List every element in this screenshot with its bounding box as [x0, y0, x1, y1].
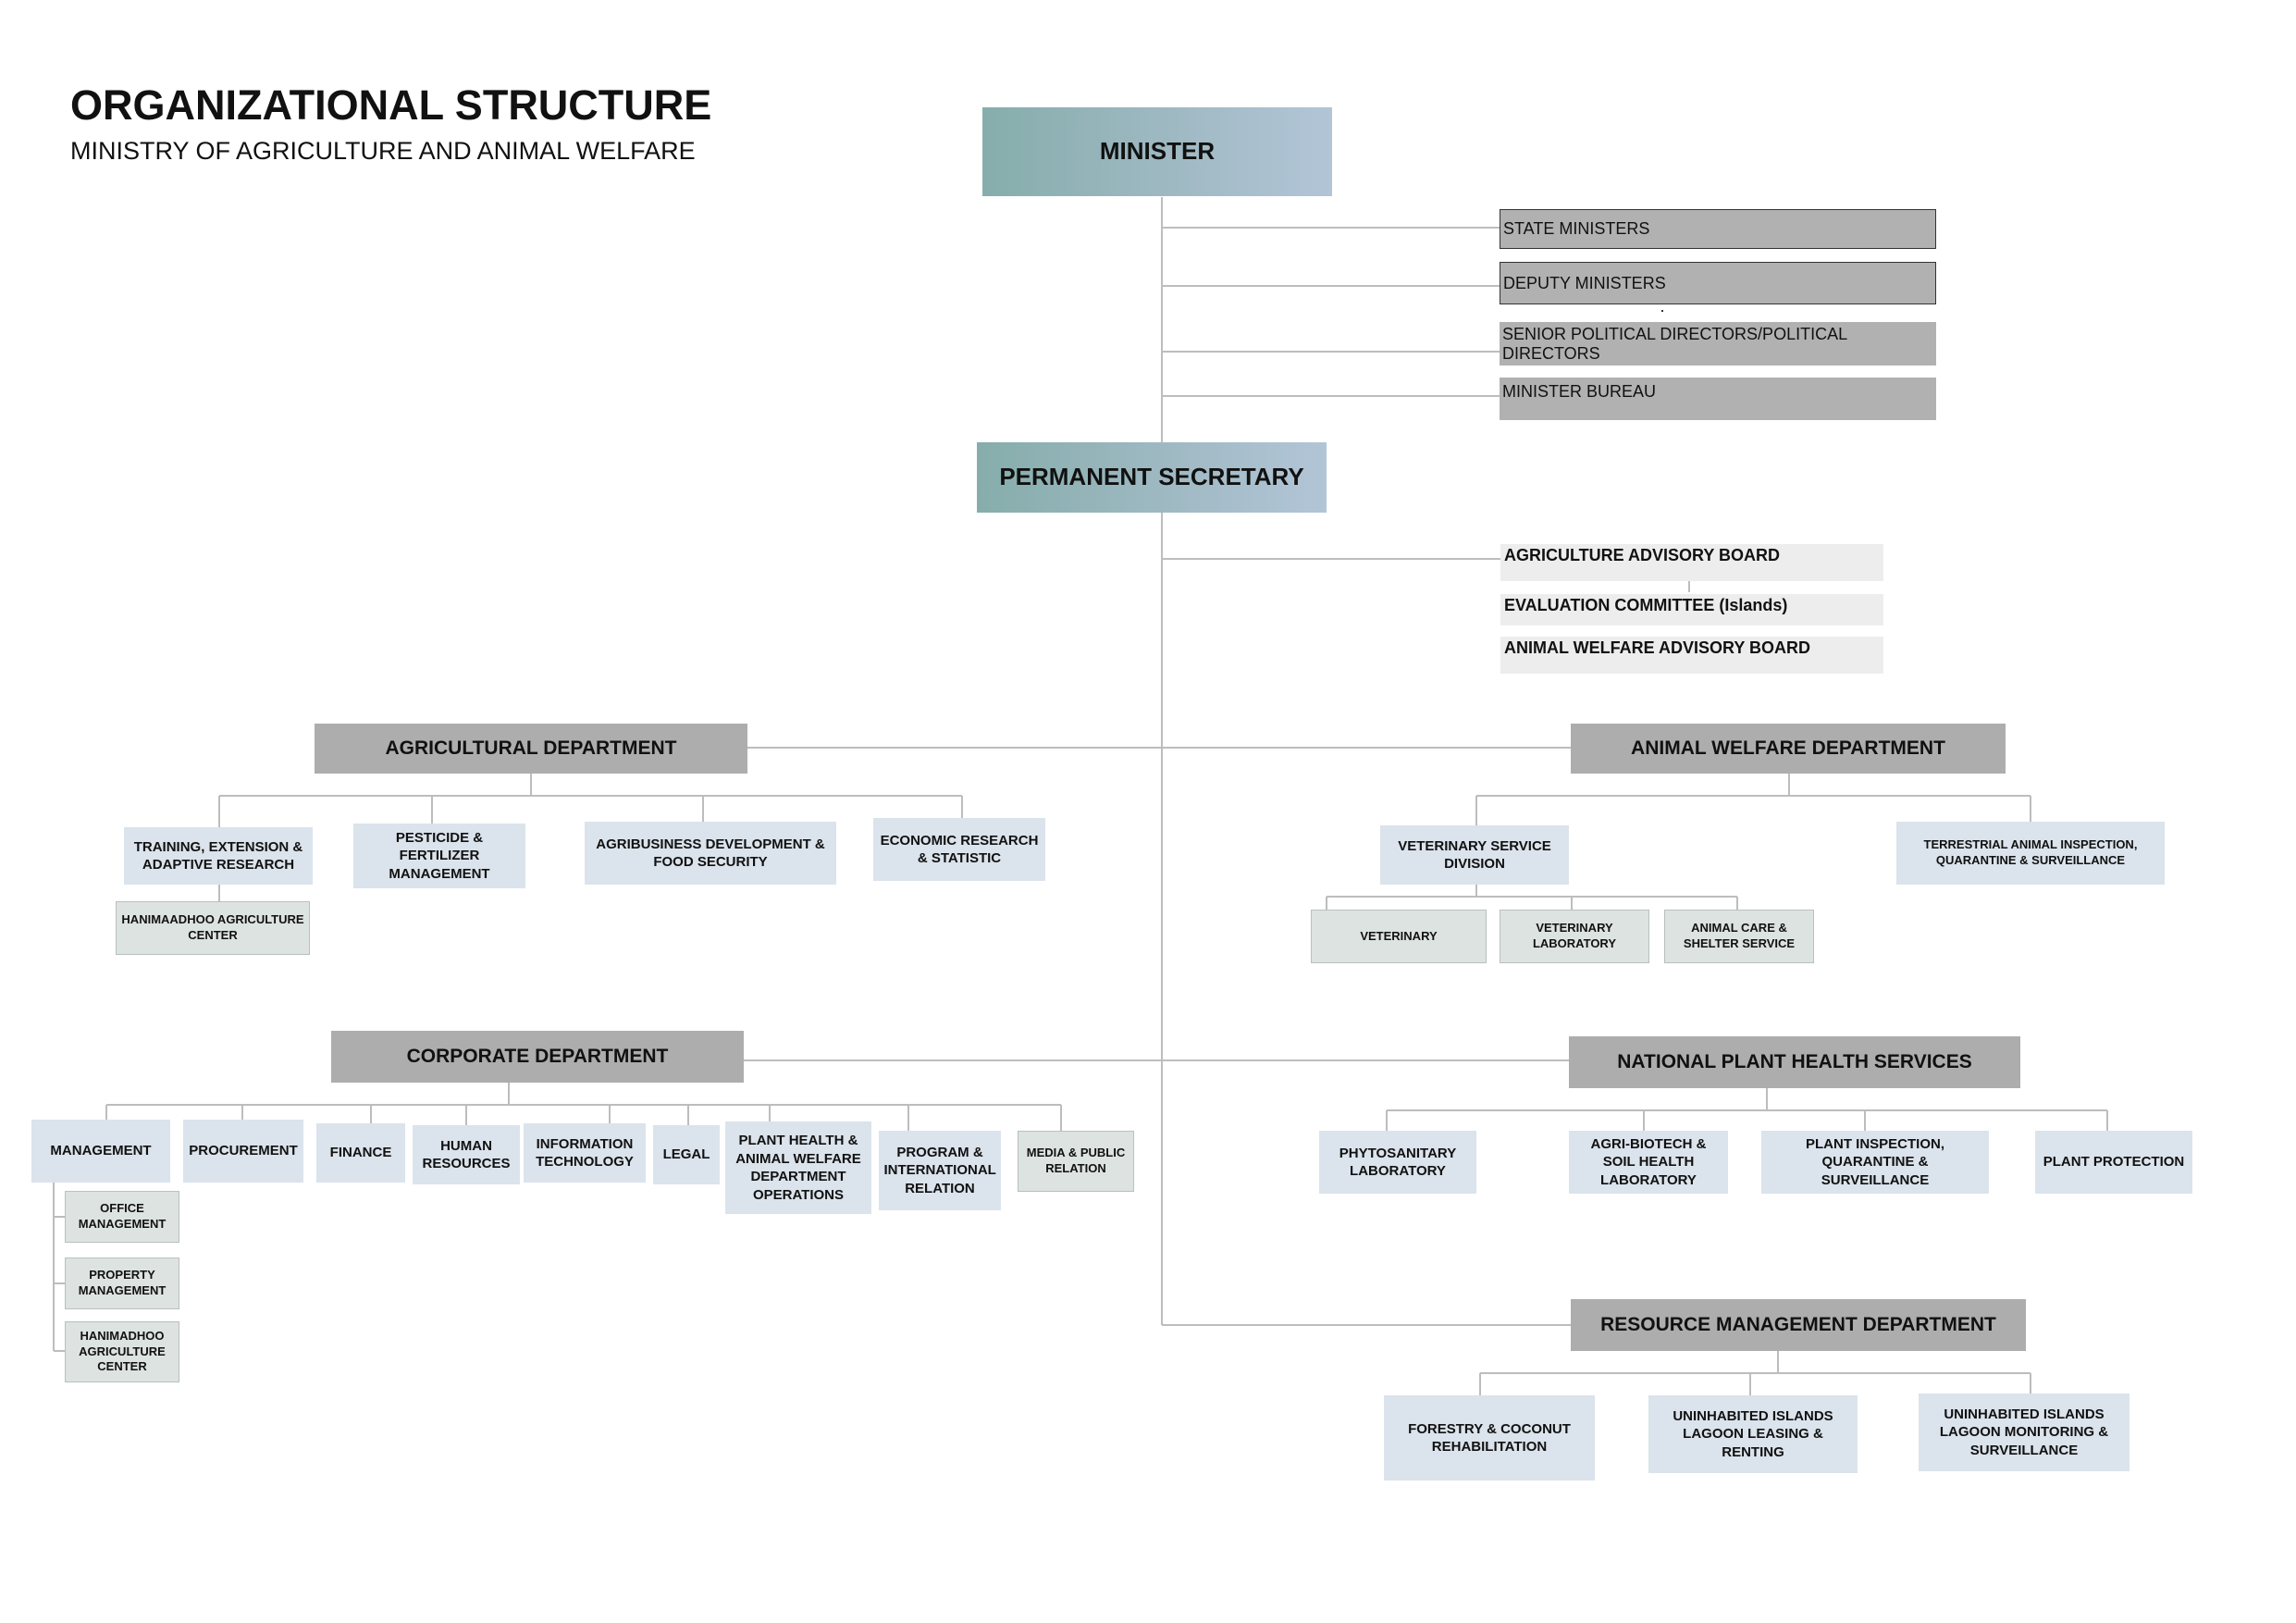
- unit-lagoon-leasing: UNINHABITED ISLANDS LAGOON LEASING & REN…: [1648, 1395, 1858, 1473]
- unit-information-technology: INFORMATION TECHNOLOGY: [524, 1123, 646, 1183]
- agriculture-advisory-board: AGRICULTURE ADVISORY BOARD: [1500, 544, 1883, 581]
- unit-management: MANAGEMENT: [31, 1120, 170, 1183]
- unit-finance: FINANCE: [316, 1123, 405, 1183]
- unit-economic-research: ECONOMIC RESEARCH & STATISTIC: [873, 818, 1045, 881]
- unit-hanimaadhoo-center: HANIMAADHOO AGRICULTURE CENTER: [116, 901, 310, 955]
- minister-bureau-box: MINISTER BUREAU: [1500, 378, 1936, 420]
- unit-procurement: PROCUREMENT: [183, 1120, 303, 1183]
- page-subtitle: MINISTRY OF AGRICULTURE AND ANIMAL WELFA…: [70, 137, 696, 165]
- minister-box: MINISTER: [982, 107, 1332, 196]
- plant-health-services: NATIONAL PLANT HEALTH SERVICES: [1569, 1036, 2020, 1088]
- unit-media-public-relation: MEDIA & PUBLIC RELATION: [1018, 1131, 1134, 1192]
- corporate-department: CORPORATE DEPARTMENT: [331, 1031, 744, 1083]
- unit-plant-inspection: PLANT INSPECTION, QUARANTINE & SURVEILLA…: [1761, 1131, 1989, 1194]
- unit-agri-biotech-lab: AGRI-BIOTECH & SOIL HEALTH LABORATORY: [1569, 1131, 1728, 1194]
- agricultural-department: AGRICULTURAL DEPARTMENT: [315, 724, 747, 774]
- unit-animal-care-shelter: ANIMAL CARE & SHELTER SERVICE: [1664, 910, 1814, 963]
- unit-veterinary-laboratory: VETERINARY LABORATORY: [1500, 910, 1649, 963]
- unit-phytosanitary-lab: PHYTOSANITARY LABORATORY: [1319, 1131, 1476, 1194]
- unit-pesticide-fertilizer: PESTICIDE & FERTILIZER MANAGEMENT: [353, 824, 525, 888]
- unit-property-management: PROPERTY MANAGEMENT: [65, 1258, 179, 1309]
- deputy-ministers-box: DEPUTY MINISTERS: [1500, 262, 1936, 304]
- unit-human-resources: HUMAN RESOURCES: [413, 1125, 520, 1184]
- resource-management-department: RESOURCE MANAGEMENT DEPARTMENT: [1571, 1299, 2026, 1351]
- state-ministers-box: STATE MINISTERS: [1500, 209, 1936, 249]
- unit-plant-health-operations: PLANT HEALTH & ANIMAL WELFARE DEPARTMENT…: [725, 1121, 871, 1214]
- unit-legal: LEGAL: [653, 1125, 720, 1184]
- unit-veterinary-service: VETERINARY SERVICE DIVISION: [1380, 825, 1569, 885]
- unit-training-extension: TRAINING, EXTENSION & ADAPTIVE RESEARCH: [124, 827, 313, 885]
- unit-agribusiness: AGRIBUSINESS DEVELOPMENT & FOOD SECURITY: [585, 822, 836, 885]
- unit-program-international: PROGRAM & INTERNATIONAL RELATION: [879, 1131, 1001, 1210]
- page-title: ORGANIZATIONAL STRUCTURE: [70, 81, 712, 129]
- unit-plant-protection: PLANT PROTECTION: [2035, 1131, 2192, 1194]
- unit-lagoon-monitoring: UNINHABITED ISLANDS LAGOON MONITORING & …: [1919, 1394, 2129, 1471]
- unit-forestry-coconut: FORESTRY & COCONUT REHABILITATION: [1384, 1395, 1595, 1481]
- unit-hanimadhoo-center: HANIMADHOO AGRICULTURE CENTER: [65, 1321, 179, 1382]
- animal-welfare-advisory-board: ANIMAL WELFARE ADVISORY BOARD: [1500, 637, 1883, 674]
- political-directors-box: SENIOR POLITICAL DIRECTORS/POLITICAL DIR…: [1500, 322, 1936, 365]
- unit-office-management: OFFICE MANAGEMENT: [65, 1191, 179, 1243]
- evaluation-committee: EVALUATION COMMITTEE (Islands): [1500, 594, 1883, 626]
- animal-welfare-department: ANIMAL WELFARE DEPARTMENT: [1571, 724, 2006, 774]
- unit-veterinary: VETERINARY: [1311, 910, 1487, 963]
- permanent-secretary-box: PERMANENT SECRETARY: [977, 442, 1327, 513]
- unit-terrestrial-inspection: TERRESTRIAL ANIMAL INSPECTION, QUARANTIN…: [1896, 822, 2165, 885]
